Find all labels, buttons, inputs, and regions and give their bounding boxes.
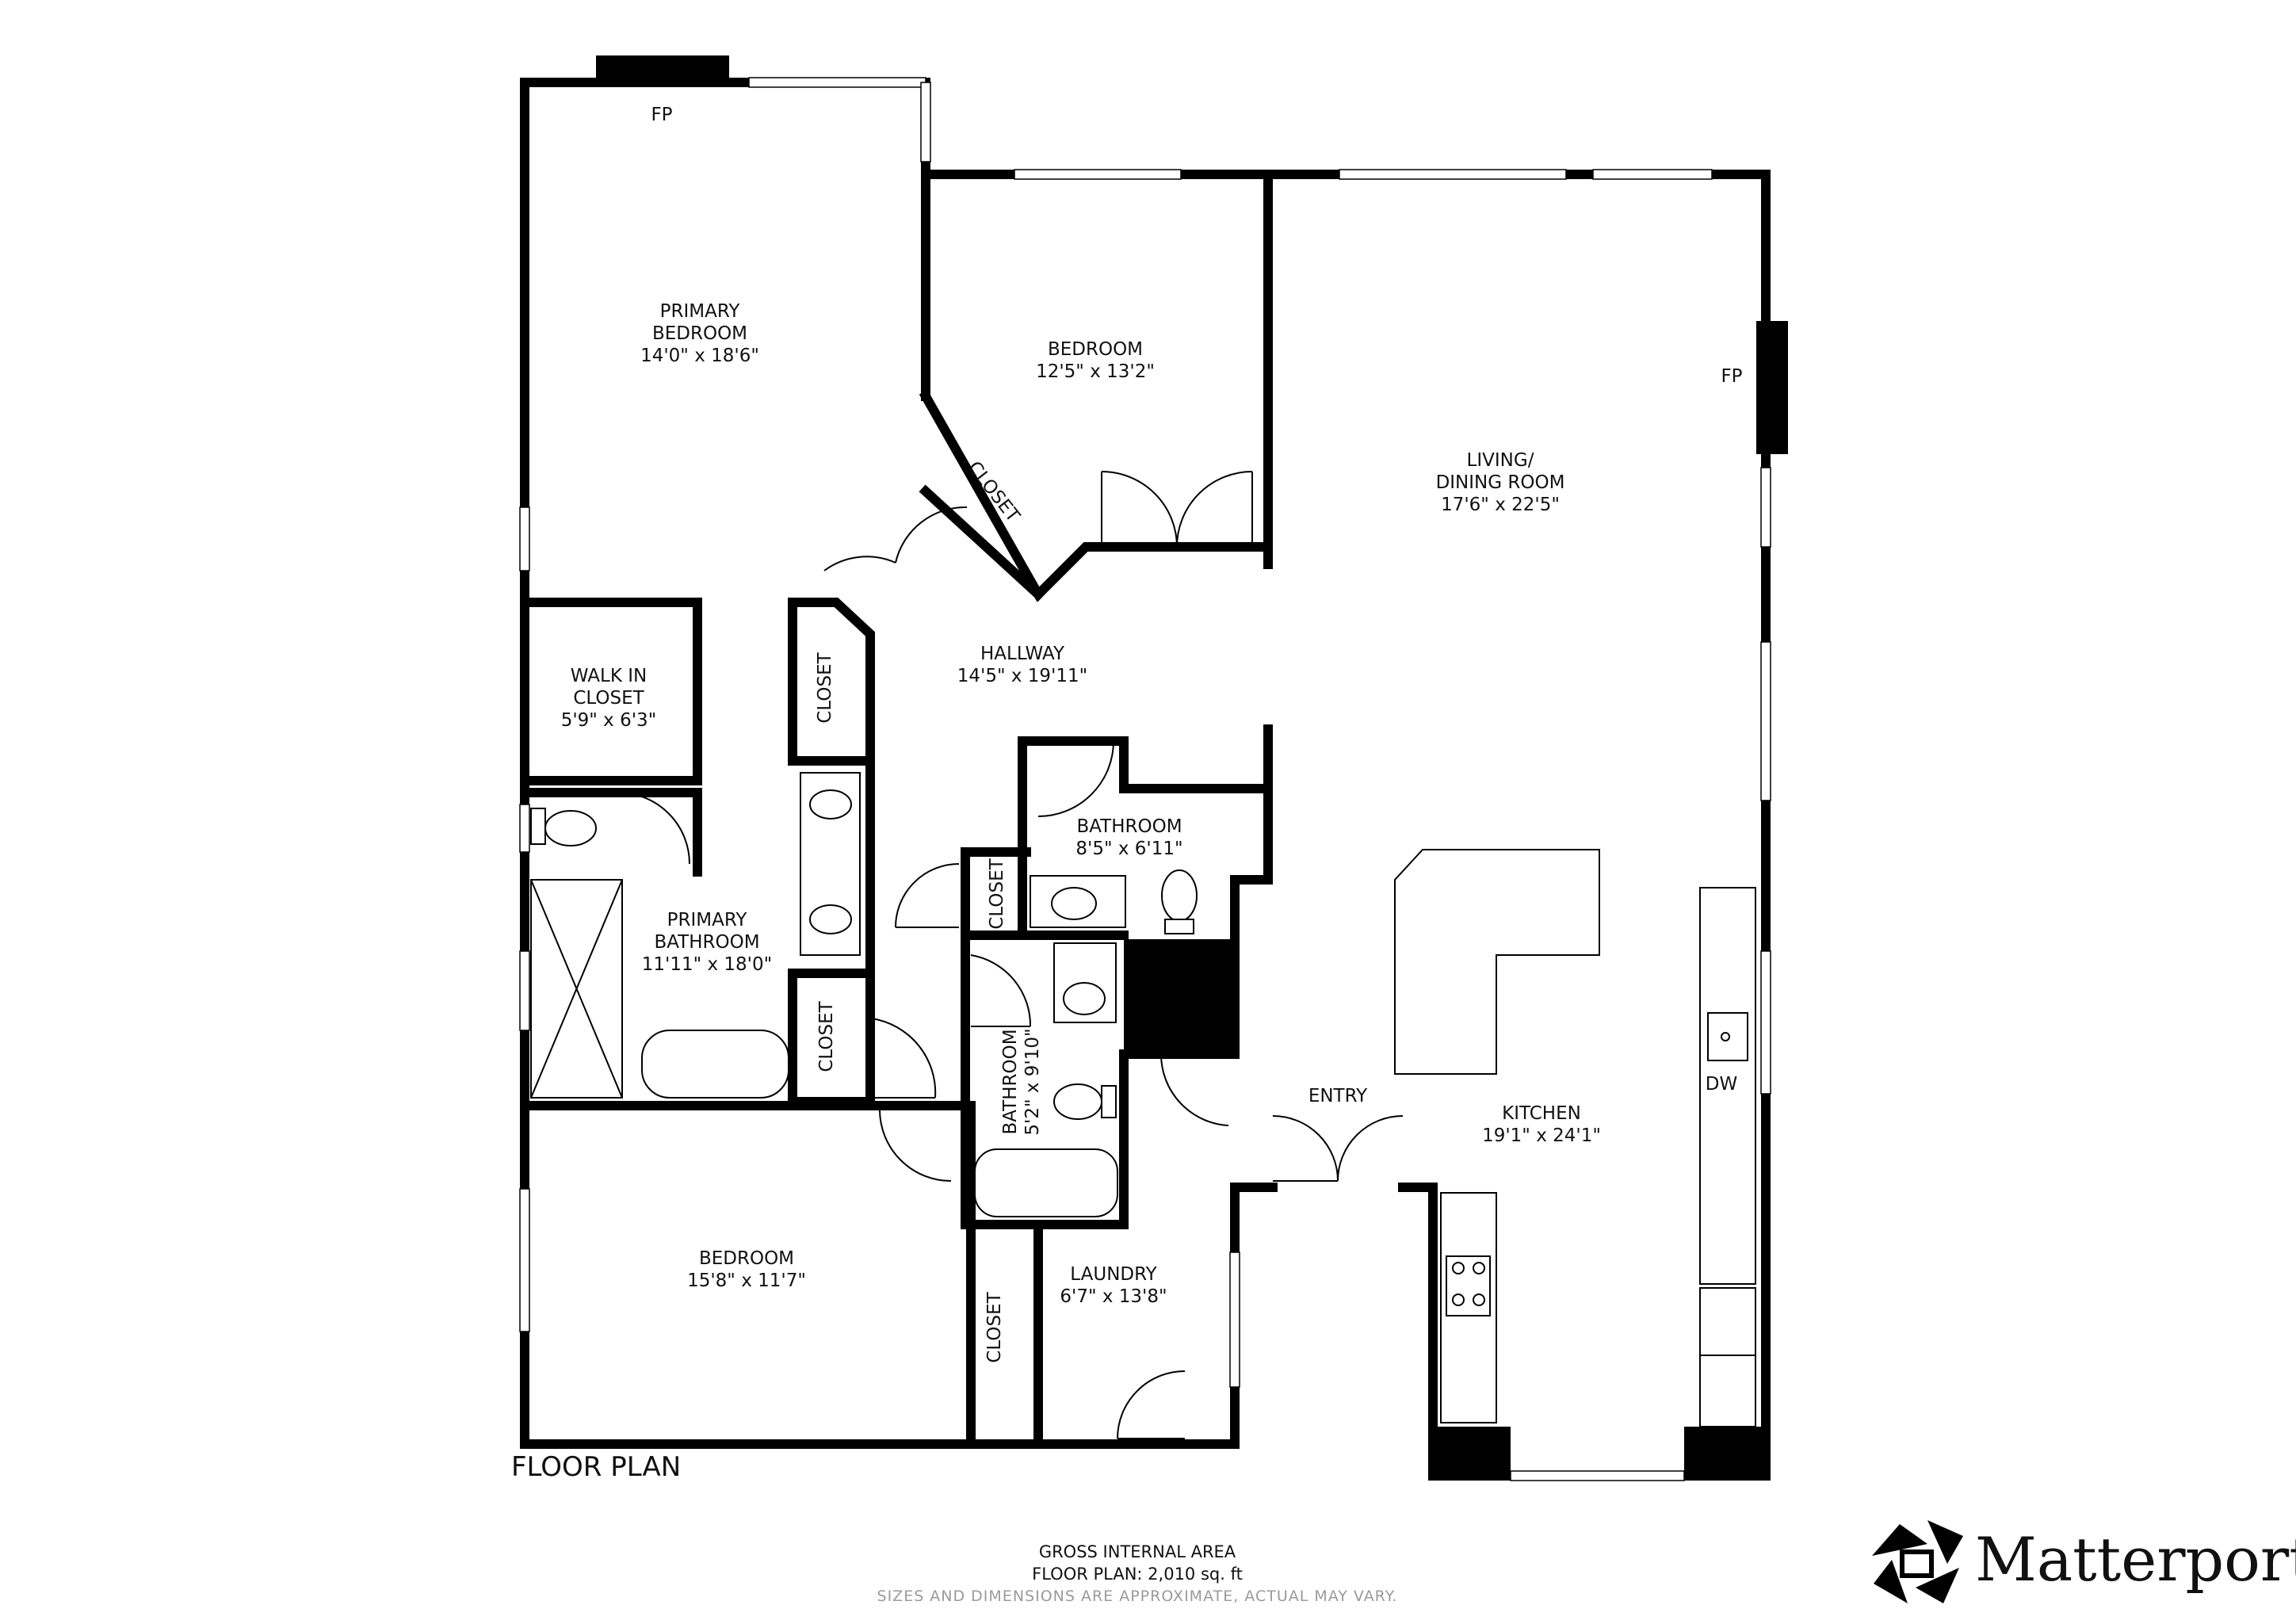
fireplace-top xyxy=(596,55,729,87)
living-dims: 17'6" x 22'5" xyxy=(1441,495,1560,515)
utility-chase xyxy=(1124,939,1235,1054)
walk-in-name1: WALK IN xyxy=(571,666,647,686)
kitchen-dims: 19'1" x 24'1" xyxy=(1482,1125,1601,1146)
footer-line1: GROSS INTERNAL AREA xyxy=(1039,1542,1236,1561)
fixtures xyxy=(530,772,1756,1427)
fp-label-right: FP xyxy=(1721,366,1742,387)
living-name1: LIVING/ xyxy=(1467,450,1534,471)
primary-bath-dims: 11'11" x 18'0" xyxy=(642,954,772,975)
kitchen-corner-right xyxy=(1684,1427,1770,1481)
primary-bedroom-name2: BEDROOM xyxy=(652,323,747,344)
closet-label-hall: CLOSET xyxy=(815,652,835,723)
bathroom-mid-dims: 8'5" x 6'11" xyxy=(1075,839,1182,859)
walk-in-dims: 5'9" x 6'3" xyxy=(561,710,657,731)
doors xyxy=(617,471,1404,1439)
fireplace-right xyxy=(1756,321,1788,454)
laundry-name: LAUNDRY xyxy=(1070,1264,1157,1285)
walk-in-name2: CLOSET xyxy=(573,688,644,709)
bedroom-top-name: BEDROOM xyxy=(1048,339,1143,360)
closet-label-bath: CLOSET xyxy=(816,1000,837,1072)
bedroom-bottom-name: BEDROOM xyxy=(699,1248,794,1269)
living-name2: DINING ROOM xyxy=(1436,472,1565,493)
primary-bedroom-dims: 14'0" x 18'6" xyxy=(640,346,759,366)
hallway-dims: 14'5" x 19'11" xyxy=(957,666,1087,686)
footer-disclaimer: SIZES AND DIMENSIONS ARE APPROXIMATE, AC… xyxy=(877,1588,1398,1605)
laundry-dims: 6'7" x 13'8" xyxy=(1060,1286,1167,1307)
fp-label-top: FP xyxy=(651,105,672,125)
bedroom-top-dims: 12'5" x 13'2" xyxy=(1036,361,1155,382)
plan-title: FLOOR PLAN xyxy=(511,1451,681,1483)
kitchen-corner-left xyxy=(1431,1427,1511,1481)
bathroom-mid-name: BATHROOM xyxy=(1076,816,1182,837)
hallway-name: HALLWAY xyxy=(980,644,1065,664)
brand-name: Matterport xyxy=(1975,1524,2296,1595)
matterport-logo-icon xyxy=(1872,1520,1963,1603)
primary-bath-name2: BATHROOM xyxy=(654,932,759,953)
dw-label: DW xyxy=(1706,1074,1737,1095)
windows xyxy=(519,77,1771,1481)
footer-line2: FLOOR PLAN: 2,010 sq. ft xyxy=(1032,1565,1243,1584)
entry-name: ENTRY xyxy=(1308,1086,1368,1106)
kitchen-name: KITCHEN xyxy=(1502,1103,1581,1124)
bedroom-bottom-dims: 15'8" x 11'7" xyxy=(687,1271,806,1291)
primary-bath-name1: PRIMARY xyxy=(667,910,748,930)
closet-label-mid: CLOSET xyxy=(987,858,1007,929)
room-labels: FP FP DW PRIMARY BEDROOM 14'0" x 18'6" B… xyxy=(561,105,1743,1363)
bathroom-small-name: BATHROOM xyxy=(1000,1029,1021,1134)
closet-label-bedroom: CLOSET xyxy=(984,1291,1005,1362)
primary-bedroom-name1: PRIMARY xyxy=(660,301,741,322)
bathroom-small-dims: 5'2" x 9'10" xyxy=(1022,1028,1043,1135)
